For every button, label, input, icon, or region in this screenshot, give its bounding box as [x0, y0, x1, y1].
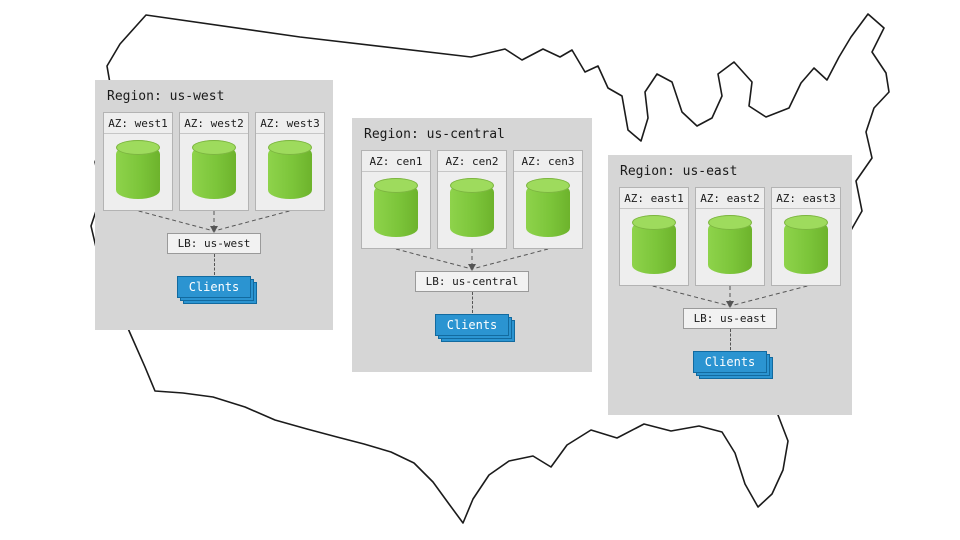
- az-label: AZ: east1: [620, 188, 688, 209]
- az-row: AZ: east1 AZ: east2 AZ: east3: [608, 187, 852, 286]
- az-label: AZ: east3: [772, 188, 840, 209]
- clients-node: Clients: [434, 314, 516, 342]
- az-label: AZ: cen3: [514, 151, 582, 172]
- az-box: AZ: cen3: [513, 150, 583, 249]
- region-title: Region: us-central: [364, 127, 505, 142]
- dashed-connector-lines: [652, 286, 808, 308]
- az-label: AZ: cen1: [362, 151, 430, 172]
- load-balancer-box: LB: us-east: [682, 308, 778, 329]
- az-box: AZ: west2: [179, 112, 249, 211]
- az-row: AZ: west1 AZ: west2 AZ: west3: [95, 112, 333, 211]
- dashed-line-vertical: [729, 329, 731, 350]
- az-label: AZ: west1: [104, 113, 172, 134]
- clients-box: Clients: [692, 351, 768, 373]
- az-box: AZ: east2: [695, 187, 765, 286]
- region-title: Region: us-east: [620, 164, 738, 179]
- region-us-central: Region: us-central AZ: cen1 AZ: cen2 AZ:…: [352, 118, 592, 372]
- az-box: AZ: east1: [619, 187, 689, 286]
- database-cylinder-icon: [374, 178, 418, 237]
- database-node: [696, 209, 764, 285]
- database-cylinder-icon: [192, 140, 236, 199]
- load-balancer-box: LB: us-west: [166, 233, 262, 254]
- az-row: AZ: cen1 AZ: cen2 AZ: cen3: [352, 150, 592, 249]
- database-cylinder-icon: [708, 215, 752, 274]
- region-title: Region: us-west: [107, 89, 225, 104]
- az-label: AZ: east2: [696, 188, 764, 209]
- database-cylinder-icon: [450, 178, 494, 237]
- database-node: [772, 209, 840, 285]
- az-label: AZ: cen2: [438, 151, 506, 172]
- database-node: [256, 134, 324, 210]
- database-node: [620, 209, 688, 285]
- dashed-line-vertical: [471, 292, 473, 313]
- az-box: AZ: west1: [103, 112, 173, 211]
- clients-node: Clients: [176, 276, 258, 304]
- region-us-east: Region: us-east AZ: east1 AZ: east2 AZ: …: [608, 155, 852, 415]
- database-node: [104, 134, 172, 210]
- arrowhead-icon: [468, 264, 476, 271]
- az-box: AZ: east3: [771, 187, 841, 286]
- load-balancer-box: LB: us-central: [414, 271, 530, 292]
- database-cylinder-icon: [784, 215, 828, 274]
- dashed-connector-lines: [395, 249, 549, 271]
- dashed-line-vertical: [213, 254, 215, 275]
- database-node: [180, 134, 248, 210]
- database-cylinder-icon: [116, 140, 160, 199]
- database-node: [514, 172, 582, 248]
- arrowhead-icon: [725, 301, 735, 308]
- clients-node: Clients: [692, 351, 774, 379]
- dashed-connector-lines: [138, 211, 290, 233]
- az-box: AZ: west3: [255, 112, 325, 211]
- az-box: AZ: cen2: [437, 150, 507, 249]
- clients-box: Clients: [434, 314, 510, 336]
- database-cylinder-icon: [526, 178, 570, 237]
- arrowhead-icon: [210, 226, 218, 233]
- az-label: AZ: west2: [180, 113, 248, 134]
- database-node: [438, 172, 506, 248]
- database-cylinder-icon: [632, 215, 676, 274]
- region-us-west: Region: us-west AZ: west1 AZ: west2 AZ: …: [95, 80, 333, 330]
- az-label: AZ: west3: [256, 113, 324, 134]
- database-node: [362, 172, 430, 248]
- database-cylinder-icon: [268, 140, 312, 199]
- az-box: AZ: cen1: [361, 150, 431, 249]
- clients-box: Clients: [176, 276, 252, 298]
